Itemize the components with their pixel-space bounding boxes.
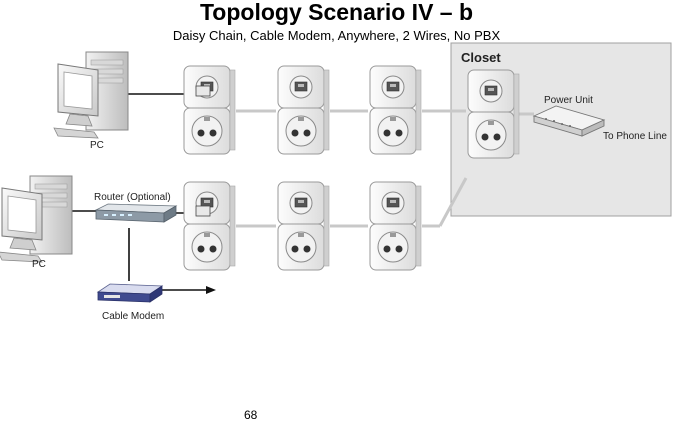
power-unit-label: Power Unit	[544, 95, 593, 106]
cable-modem-icon	[96, 283, 164, 303]
page-subtitle: Daisy Chain, Cable Modem, Anywhere, 2 Wi…	[172, 28, 501, 43]
router-icon	[94, 203, 178, 223]
outlet-links	[236, 109, 534, 228]
closet-label: Closet	[461, 50, 501, 65]
wall-outlet-bottom-1	[183, 181, 236, 271]
wall-outlet-top-3	[369, 65, 422, 155]
plug-router	[195, 205, 211, 217]
pc-bottom-icon	[0, 175, 73, 263]
wall-outlet-top-2	[277, 65, 330, 155]
pc-top-label: PC	[90, 140, 104, 151]
cable-modem-label: Cable Modem	[102, 311, 164, 322]
power-unit-icon	[532, 105, 606, 137]
wall-outlet-closet	[467, 69, 520, 159]
page-number: 68	[244, 408, 258, 422]
page-title: Topology Scenario IV – b	[199, 0, 474, 25]
phone-line-label: To Phone Line	[603, 131, 667, 142]
pc-top-icon	[53, 51, 129, 139]
wall-outlet-bottom-2	[277, 181, 330, 271]
wall-outlet-top-1	[183, 65, 236, 155]
router-label: Router (Optional)	[94, 192, 171, 203]
plug-pc-top	[195, 85, 211, 97]
pc-bottom-label: PC	[32, 259, 46, 270]
wall-outlet-bottom-3	[369, 181, 422, 271]
